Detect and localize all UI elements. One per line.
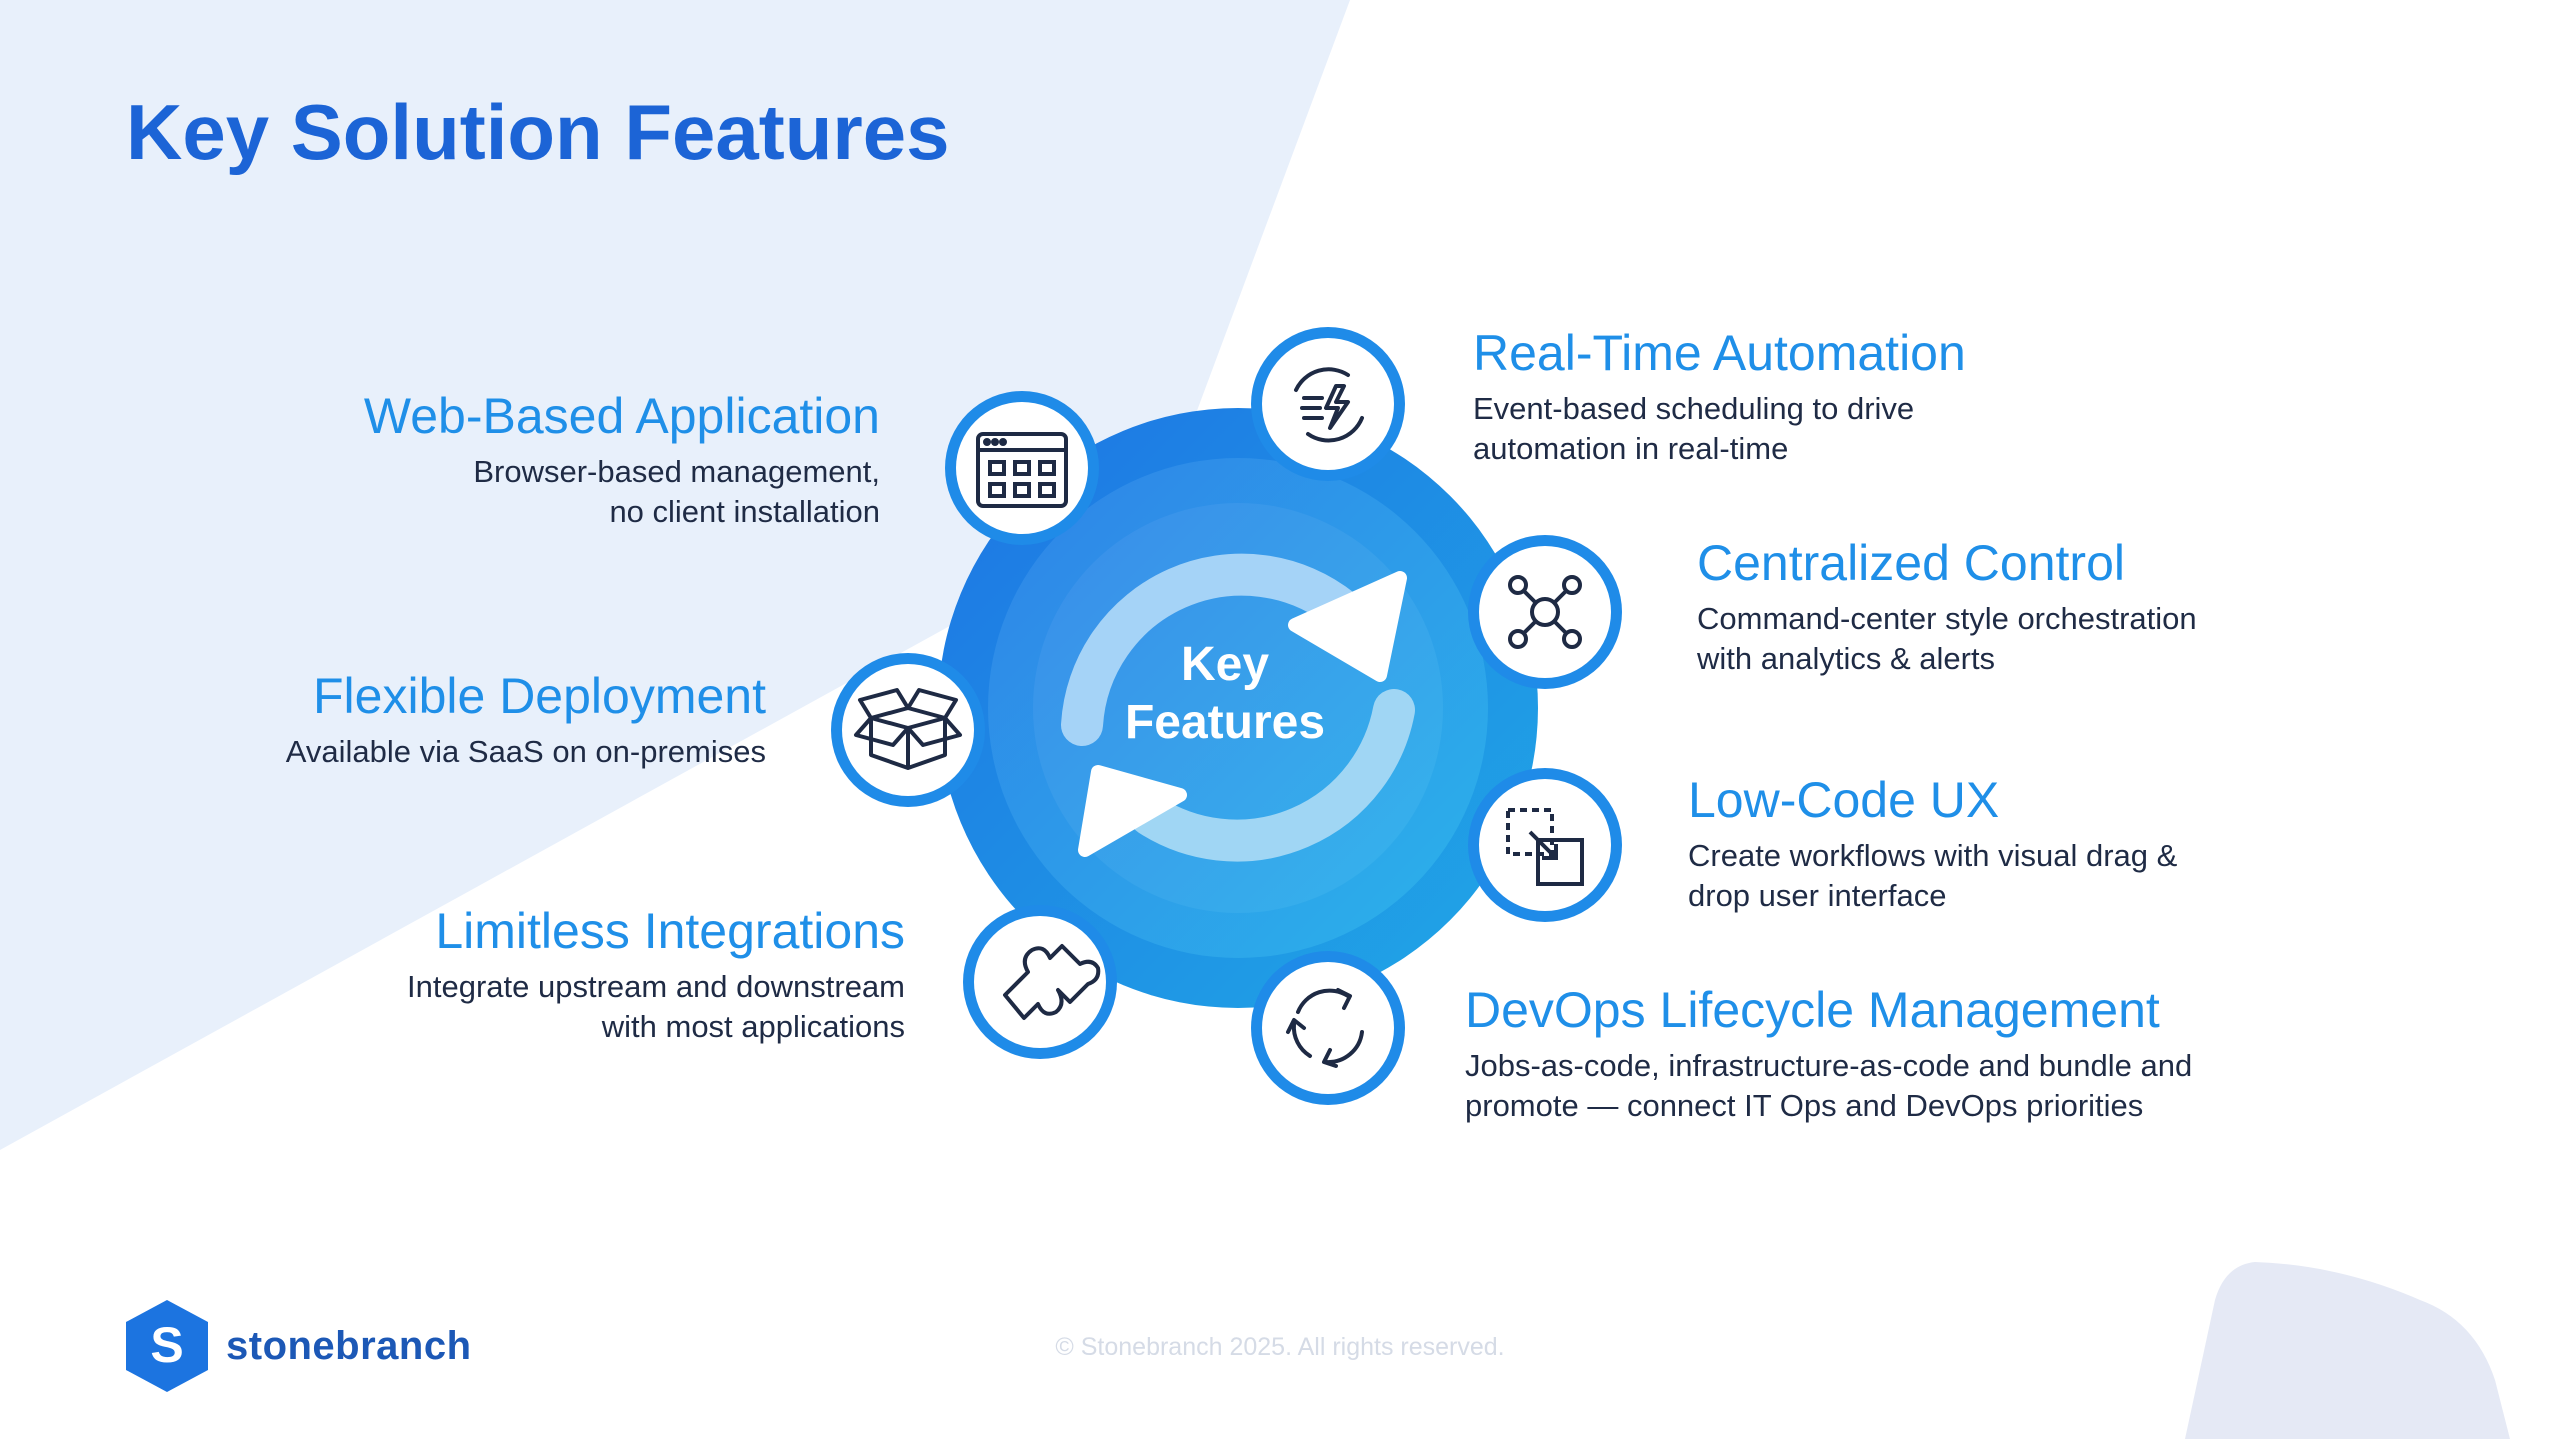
background-left-panel: [0, 0, 1350, 1150]
feature-description-line: promote — connect IT Ops and DevOps prio…: [1465, 1087, 2144, 1123]
open-box-icon: [854, 688, 962, 770]
feature-description: Command-center style orchestration with …: [1697, 599, 2197, 680]
puzzle-piece-icon: [1003, 944, 1101, 1020]
feature-description-line: with analytics & alerts: [1697, 640, 1996, 676]
feature-real-time: Real-Time Automation Event-based schedul…: [1473, 325, 1966, 469]
feature-title: Flexible Deployment: [313, 668, 766, 724]
feature-description-line: no client installation: [609, 493, 880, 529]
stonebranch-logo: S stonebranch: [124, 1298, 472, 1394]
node-devops: [1251, 951, 1405, 1105]
footer-copyright: © Stonebranch 2025. All rights reserved.: [1055, 1333, 1505, 1361]
lightning-cycle-icon: [1294, 367, 1364, 443]
feature-description-line: Event-based scheduling to drive: [1473, 390, 1915, 426]
feature-title: Real-Time Automation: [1473, 325, 1966, 381]
feature-description-line: with most applications: [601, 1008, 905, 1044]
feature-description: Browser-based management, no client inst…: [364, 452, 880, 533]
feature-description-line: Available via SaaS on on-premises: [285, 733, 766, 769]
node-centralized-control: [1468, 535, 1622, 689]
page-title: Key Solution Features: [126, 88, 950, 176]
center-label-line1: Key: [1181, 638, 1269, 691]
feature-title: Low-Code UX: [1688, 772, 2000, 828]
recycle-arrows-icon: [1286, 988, 1364, 1068]
feature-description-line: automation in real-time: [1473, 430, 1789, 466]
feature-limitless-integrations: Limitless Integrations Integrate upstrea…: [407, 903, 905, 1047]
feature-web-based: Web-Based Application Browser-based mana…: [364, 388, 880, 532]
node-real-time: [1251, 327, 1405, 481]
node-web-based: [945, 391, 1099, 545]
feature-title: Web-Based Application: [363, 388, 880, 444]
feature-low-code: Low-Code UX Create workflows with visual…: [1688, 772, 2177, 916]
feature-description-line: Browser-based management,: [473, 453, 880, 489]
feature-description: Integrate upstream and downstream with m…: [407, 967, 905, 1048]
feature-description-line: Jobs-as-code, infrastructure-as-code and…: [1465, 1047, 2193, 1083]
feature-description-line: drop user interface: [1688, 877, 1947, 913]
feature-description: Create workflows with visual drag & drop…: [1688, 836, 2177, 917]
drag-drop-icon: [1506, 808, 1584, 886]
feature-description-line: Command-center style orchestration: [1697, 600, 2197, 636]
node-low-code: [1468, 768, 1622, 922]
feature-devops: DevOps Lifecycle Management Jobs-as-code…: [1465, 982, 2192, 1126]
node-limitless-integrations: [963, 905, 1117, 1059]
feature-title: Limitless Integrations: [435, 903, 905, 959]
feature-description-line: Integrate upstream and downstream: [407, 968, 905, 1004]
feature-title: DevOps Lifecycle Management: [1465, 982, 2160, 1038]
logo-letter: S: [150, 1317, 183, 1373]
browser-window-icon: [976, 432, 1068, 508]
logo-hexagon-icon: S: [126, 1300, 208, 1392]
feature-centralized-control: Centralized Control Command-center style…: [1697, 535, 2197, 679]
node-flexible-deployment: [831, 653, 985, 807]
feature-description: Available via SaaS on on-premises: [286, 732, 766, 772]
feature-title: Centralized Control: [1697, 535, 2125, 591]
feature-flexible-deployment: Flexible Deployment Available via SaaS o…: [286, 668, 766, 772]
feature-description-line: Create workflows with visual drag &: [1688, 837, 2178, 873]
logo-wordmark: stonebranch: [226, 1323, 472, 1368]
feature-description: Event-based scheduling to drive automati…: [1473, 389, 1966, 470]
center-label-line2: Features: [1125, 696, 1325, 749]
hub-network-icon: [1508, 575, 1582, 649]
cycle-arrows-icon: [1061, 553, 1415, 862]
background-corner-shape: [2185, 1262, 2510, 1439]
feature-description: Jobs-as-code, infrastructure-as-code and…: [1465, 1046, 2192, 1127]
